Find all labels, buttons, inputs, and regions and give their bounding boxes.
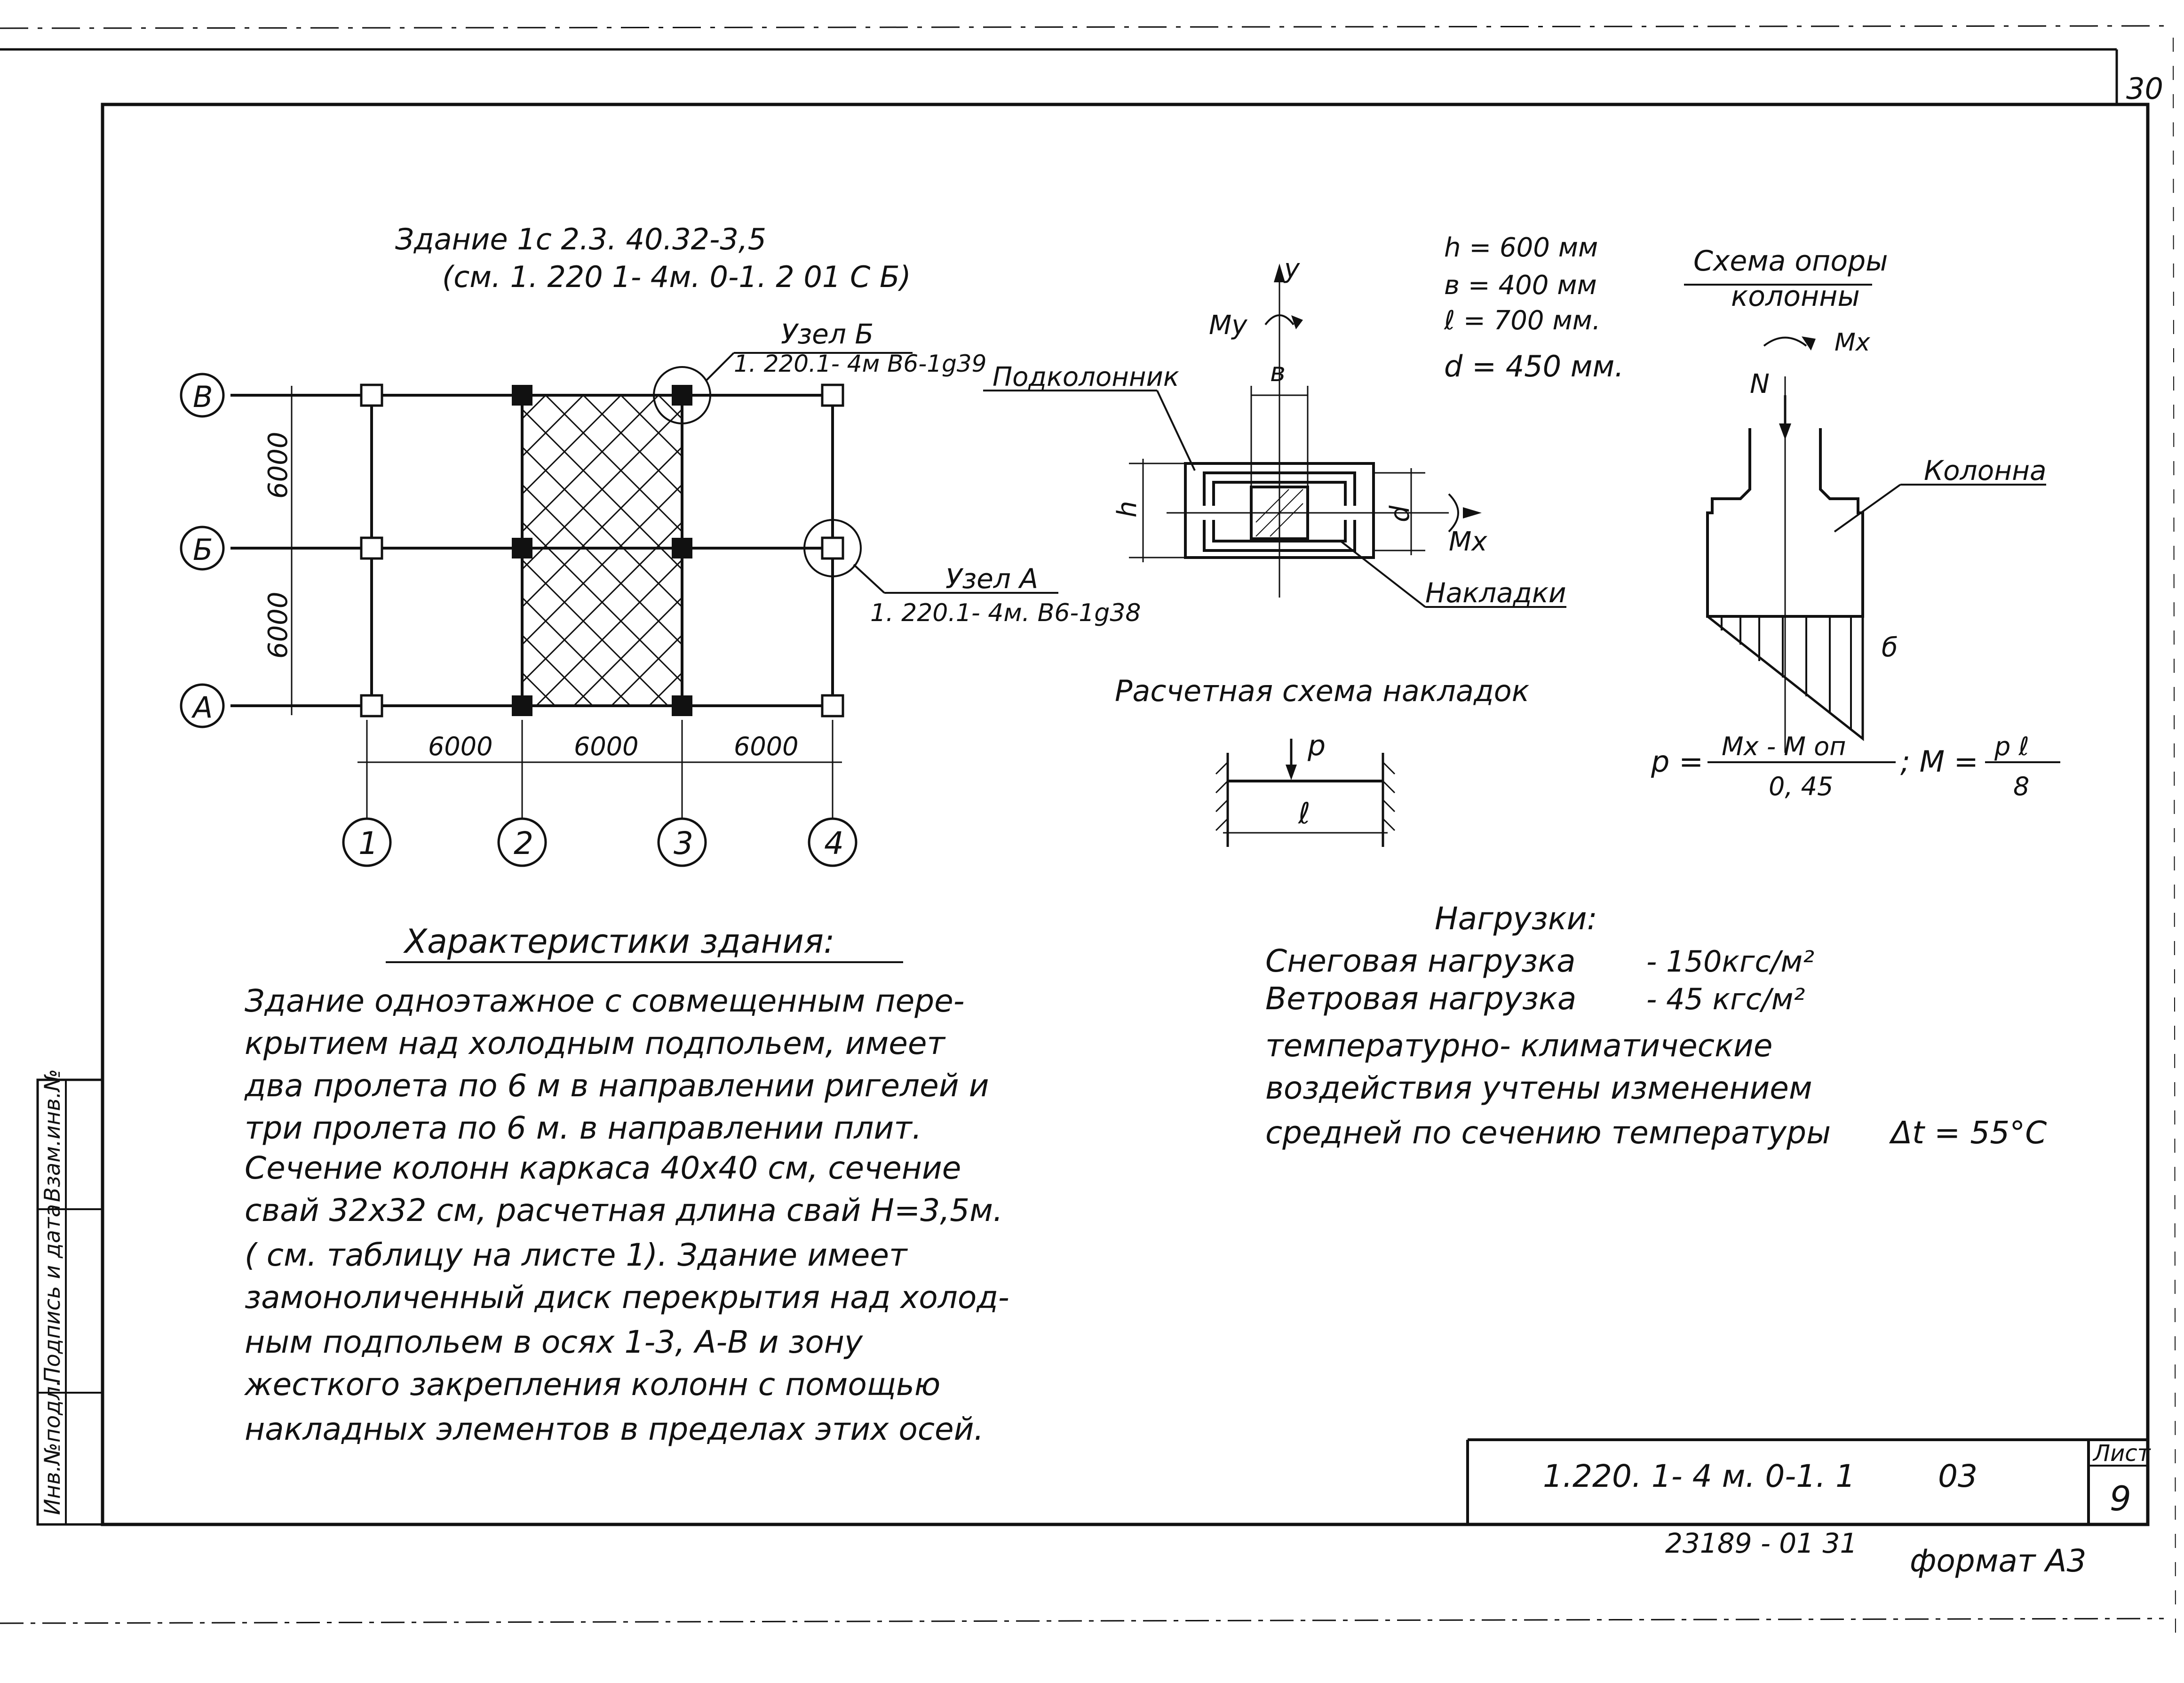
label-podkolonnik: Подколонник [993, 362, 1179, 392]
stamp-number: 23189 - 01 31 [1665, 1527, 1857, 1559]
side-stamp: Инв.№подл. Подпись и дата Взам.инв.№ [36, 1069, 104, 1526]
node-a-title: Узел А [945, 563, 1038, 595]
stamp-sign: Подпись и дата [40, 1204, 65, 1383]
title-block [1466, 1438, 2148, 1524]
node-b-title: Узел Б [781, 318, 874, 350]
char-line: накладных элементов в пределах этих осей… [245, 1411, 984, 1447]
title-block-code: 1.220. 1- 4 м. 0-1. 1 [1543, 1458, 1855, 1494]
rigid-disk-hatch [521, 394, 683, 707]
axis-label-2: 2 [514, 825, 533, 861]
node-a-ref: 1. 220.1- 4м. В6-1g38 [870, 599, 1141, 627]
axis-label-3: 3 [674, 825, 693, 861]
support-label-column: Колонна [1924, 455, 2047, 487]
podkolonnik-rect [1184, 462, 1375, 559]
section-label-b: в [1270, 357, 1286, 388]
axis-label-b: Б [193, 533, 213, 567]
dim-vertical-2: 6000 [263, 591, 294, 659]
support-title-1: Схема опоры [1693, 245, 1888, 278]
section-label-mx: Mx [1449, 526, 1487, 557]
dim-horizontal-3: 6000 [734, 732, 798, 761]
calc-scheme-beam [1215, 739, 1396, 847]
axis-label-1: 1 [358, 825, 378, 861]
title-block-sub: 03 [1938, 1458, 1978, 1494]
sheet-number: 9 [2110, 1479, 2131, 1518]
characteristics-text: Здание одноэтажное с совмещенным пере- к… [244, 983, 1009, 1447]
wind-value: - 45 кгс/м² [1646, 982, 1805, 1016]
dim-h: h = 600 мм [1444, 232, 1598, 263]
stamp-replace: Взам.инв.№ [40, 1069, 65, 1202]
char-line: ( см. таблицу на листе 1). Здание имеет [245, 1237, 908, 1273]
floor-plan [180, 352, 1058, 867]
section-label-my: My [1209, 310, 1247, 341]
climate-line-1: температурно- климатические [1265, 1028, 1772, 1064]
sheet-label: Лист [2092, 1440, 2152, 1467]
inner-frame [101, 103, 2150, 1526]
characteristics-heading: Характеристики здания: [403, 922, 834, 961]
node-b-circle [653, 366, 711, 424]
wind-label: Ветровая нагрузка [1265, 981, 1576, 1017]
char-line: крытием над холодным подпольем, имеет [245, 1025, 946, 1061]
climate-line-2: воздействия учтены изменением [1265, 1070, 1812, 1106]
loads-heading: Нагрузки: [1435, 901, 1597, 937]
char-line: свай 32х32 см, расчетная длина свай Н=3,… [245, 1192, 1003, 1228]
axis-label-v: В [193, 380, 213, 414]
axis-label-a: А [191, 690, 213, 725]
dim-b: в = 400 мм [1444, 270, 1597, 301]
char-line: Сечение колонн каркаса 40х40 см, сечение [245, 1150, 961, 1186]
support-title-2: колонны [1731, 280, 1860, 313]
building-title-2: (см. 1. 220 1- 4м. 0-1. 2 01 С Б) [442, 260, 911, 294]
char-line: Здание одноэтажное с совмещенным пере- [245, 983, 965, 1019]
section-label-y: y [1283, 254, 1300, 284]
sheet-frame [0, 25, 2176, 1647]
char-line: ным подпольем в осях 1-3, А-В и зону [245, 1324, 863, 1360]
dim-horizontal-2: 6000 [574, 732, 638, 761]
char-line: три пролета по 6 м. в направлении плит. [245, 1110, 922, 1146]
dim-horizontal-1: 6000 [428, 732, 492, 761]
building-title-1: Здание 1с 2.3. 40.32-3,5 [395, 222, 766, 256]
column-section [983, 263, 1566, 608]
snow-value: - 150кгс/м² [1646, 944, 1814, 979]
corner-number: 30 [2126, 72, 2163, 106]
support-scheme [1706, 336, 2046, 753]
dim-l: ℓ = 700 мм. [1444, 305, 1601, 336]
section-label-d: d [1385, 505, 1415, 522]
char-line: замоноличенный диск перекрытия над холод… [245, 1279, 1009, 1316]
calc-label-p: р [1307, 729, 1326, 762]
formula-p: р = [1651, 744, 1703, 779]
section-label-h: h [1112, 501, 1143, 518]
formula-m-denominator: 8 [2013, 772, 2029, 801]
dim-vertical-1: 6000 [263, 431, 294, 499]
node-a-circle [803, 519, 862, 577]
axis-label-4: 4 [824, 825, 844, 861]
label-nakladki: Накладки [1425, 577, 1566, 609]
formula-denominator: 0, 45 [1769, 772, 1833, 801]
formula-sep: ; М = [1900, 744, 1978, 779]
stamp-inv: Инв.№подл. [40, 1380, 65, 1515]
formula-numerator: Мх - М оп [1722, 732, 1846, 761]
delta-t: Δt = 55°С [1889, 1115, 2047, 1151]
char-line: жесткого закрепления колонн с помощью [244, 1366, 940, 1403]
support-label-n: N [1750, 369, 1770, 399]
support-label-sigma: б [1882, 632, 1898, 663]
calc-label-l: ℓ [1298, 796, 1310, 830]
climate-line-3: средней по сечению температуры [1265, 1115, 1831, 1151]
formula-m-numerator: р ℓ [1994, 732, 2029, 761]
support-label-mx: Мх [1835, 328, 1871, 357]
format-label: формат А3 [1910, 1543, 2087, 1579]
char-line: два пролета по 6 м в направлении ригелей… [244, 1068, 989, 1104]
node-b-ref: 1. 220.1- 4м В6-1g39 [734, 350, 986, 377]
dim-d: d = 450 мм. [1444, 349, 1624, 383]
column-rect [1250, 486, 1309, 540]
snow-label: Снеговая нагрузка [1265, 943, 1576, 979]
calc-scheme-title: Расчетная схема накладок [1115, 674, 1530, 708]
